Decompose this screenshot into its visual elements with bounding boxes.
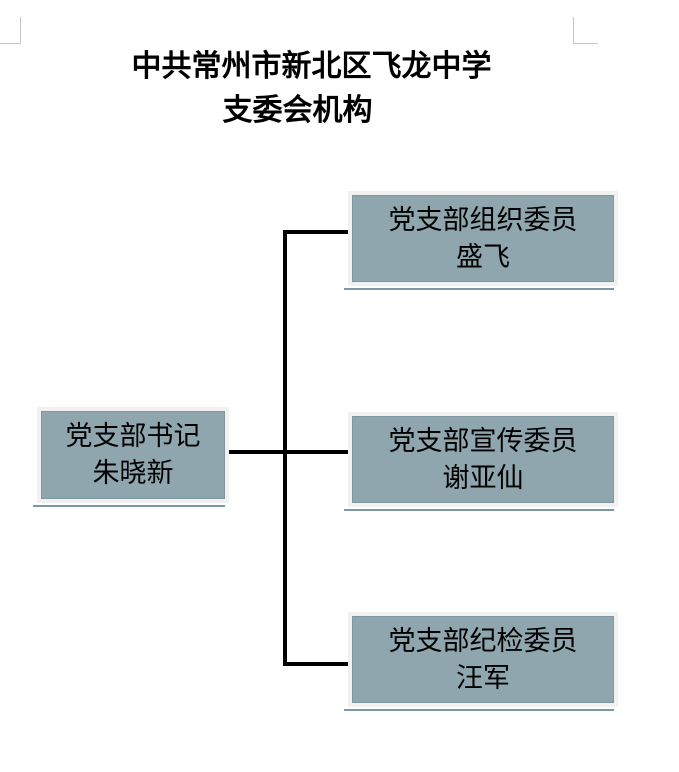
org-node-discipline-member[interactable]: 党支部纪检委员 汪军 (344, 612, 618, 711)
node-name: 谢亚仙 (442, 462, 524, 494)
node-shadow-line (344, 509, 614, 511)
margin-crop-mark-top-left-horizontal (0, 43, 21, 44)
node-frame: 党支部组织委员 盛飞 (348, 191, 618, 286)
connector-branch-bottom (285, 662, 348, 666)
node-fill: 党支部宣传委员 谢亚仙 (352, 416, 614, 503)
node-fill: 党支部书记 朱晓新 (41, 411, 225, 499)
node-role: 党支部纪检委员 (388, 625, 578, 657)
org-node-organization-member[interactable]: 党支部组织委员 盛飞 (344, 191, 618, 290)
margin-crop-mark-top-right-horizontal (573, 43, 598, 44)
node-frame: 党支部书记 朱晓新 (37, 407, 229, 503)
node-shadow-line (33, 505, 225, 507)
node-name: 盛飞 (456, 241, 510, 273)
node-role: 党支部书记 (65, 421, 201, 452)
node-shadow-line (344, 709, 614, 711)
org-node-secretary[interactable]: 党支部书记 朱晓新 (33, 407, 229, 507)
node-name: 汪军 (456, 662, 510, 694)
connector-trunk-vertical (283, 230, 287, 666)
node-role: 党支部宣传委员 (388, 425, 578, 457)
node-frame: 党支部纪检委员 汪军 (348, 612, 618, 707)
connector-branch-middle (229, 450, 348, 454)
node-shadow-line (344, 288, 614, 290)
node-fill: 党支部纪检委员 汪军 (352, 616, 614, 703)
chart-title-line1: 中共常州市新北区飞龙中学 (131, 49, 492, 84)
node-role: 党支部组织委员 (388, 204, 578, 236)
node-fill: 党支部组织委员 盛飞 (352, 195, 614, 282)
chart-title: 中共常州市新北区飞龙中学 支委会机构 (20, 45, 575, 133)
org-node-propaganda-member[interactable]: 党支部宣传委员 谢亚仙 (344, 412, 618, 511)
node-name: 朱晓新 (92, 458, 174, 489)
connector-branch-top (285, 230, 348, 234)
margin-crop-mark-top-right-vertical (573, 17, 574, 43)
node-frame: 党支部宣传委员 谢亚仙 (348, 412, 618, 507)
chart-title-line2: 支委会机构 (222, 93, 373, 128)
margin-crop-mark-top-left-vertical (20, 17, 21, 43)
